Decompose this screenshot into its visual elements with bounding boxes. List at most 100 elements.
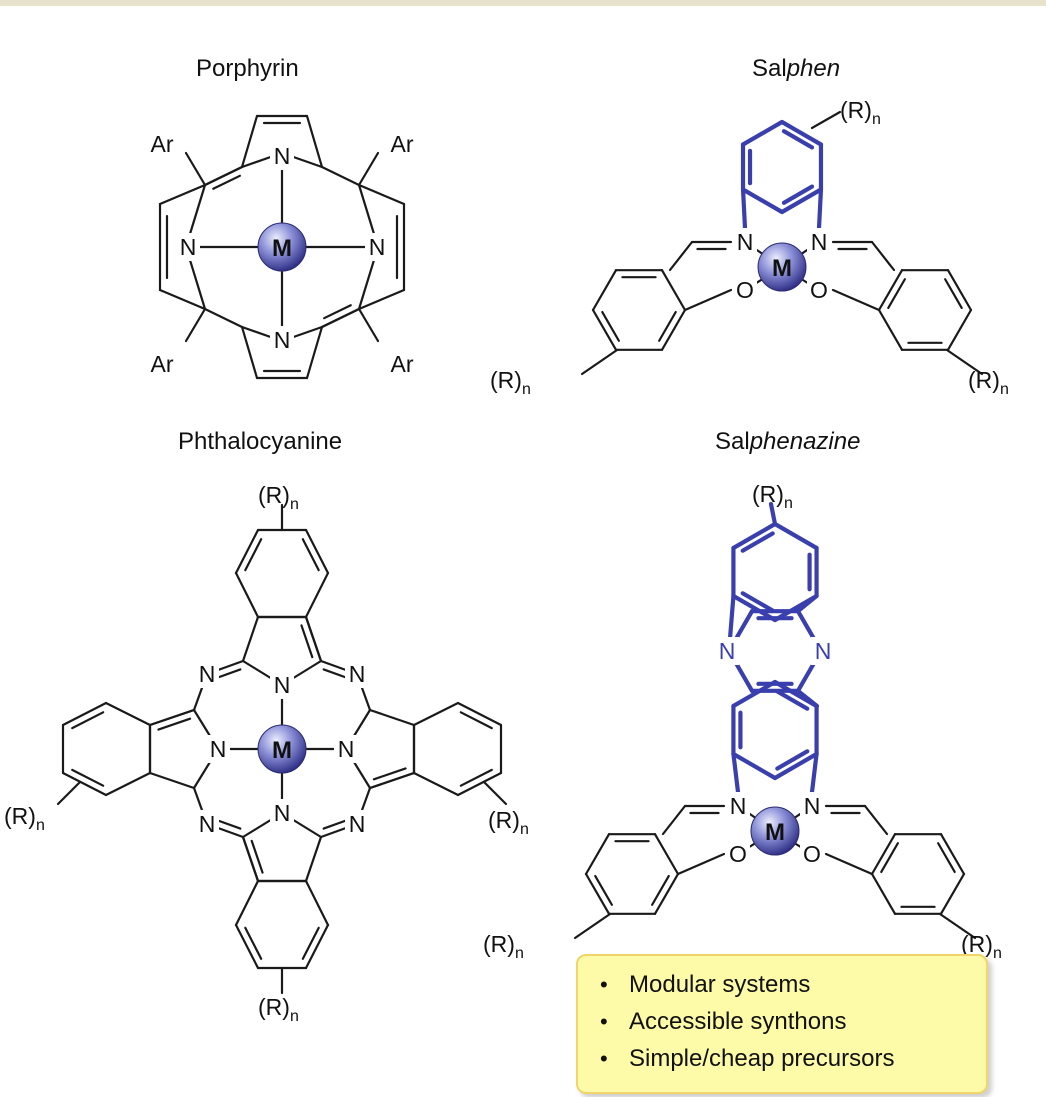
bond-line [660,269,687,312]
bond-line [573,912,612,940]
r-group-label: (R)n [258,482,299,513]
bond-line [304,571,330,619]
bond-line [301,538,320,572]
bond-line [668,240,694,272]
bond-line [412,771,460,797]
bond-line [459,768,493,787]
bond-line [459,711,493,730]
aryl-label: Ar [391,351,414,377]
r-group-label: (R)n [488,807,529,838]
bond-line [158,288,207,311]
bond-line [234,879,260,927]
bond-line [357,288,406,311]
bond-line [241,835,260,883]
bond-line [809,751,819,795]
o-atom-label: O [736,277,754,303]
bond-line [212,174,241,190]
bond-line [772,521,819,551]
r-group-label: (R)n [483,931,524,962]
feature-item: Modular systems [578,966,986,1003]
salphen-title-prefix: Sal [752,55,787,82]
label-backdrop [334,735,358,763]
bond-line [880,842,899,874]
label-backdrop [733,228,757,256]
features-note: Modular systems Accessible synthons Simp… [576,954,988,1094]
bond-line [870,833,897,876]
bond-line [938,912,977,940]
n-atom-label: N [737,229,754,255]
bond-line [240,325,259,380]
bond-line [653,872,680,915]
r-group-subscript: n [515,945,524,962]
n-atom-label: N [338,736,355,762]
bond-line [946,308,973,351]
bond-line [768,501,778,527]
label-backdrop [206,735,230,763]
r-group-subscript: n [290,1008,299,1025]
aza-n-label: N [199,811,216,837]
bond-line [580,348,619,376]
metal-center-sphere [257,724,307,774]
r-group-label: (R)n [490,367,531,398]
r-group-label: (R)n [4,803,45,834]
bond-line [244,926,263,960]
bond-line [946,269,973,312]
bond-line [676,852,726,876]
bond-line [740,119,785,147]
bond-line [372,767,407,781]
bond-line [234,528,260,575]
bond-line [301,926,320,960]
n-atom-label: N [274,800,291,826]
salphen-title: Salphen [752,55,840,83]
bond-line [357,183,406,206]
bond-line [863,804,889,836]
aryl-label: Ar [151,351,174,377]
label-backdrop [270,671,294,699]
r-group-subscript: n [36,817,45,834]
porphyrin-title: Porphyrin [196,55,299,83]
bond-line [234,923,260,970]
bond-line [937,842,956,874]
salphenazine-title-prefix: Sal [715,428,750,455]
bond-line [304,528,330,575]
bond-line [870,240,896,272]
bond-line [740,187,748,231]
r-group-subscript: n [522,381,531,398]
bond-line [184,151,207,187]
features-list: Modular systems Accessible synthons Simp… [578,956,986,1077]
bond-line [772,751,819,781]
bond-line [240,114,259,169]
bond-line [945,348,984,376]
bond-line [816,187,824,231]
bond-line [658,310,677,342]
bond-line [304,879,330,927]
label-backdrop [195,660,219,688]
label-backdrop [176,233,200,261]
bond-line [731,679,778,709]
bond-line [71,711,105,730]
bond-line [661,804,687,836]
phthalocyanine-title-text: Phthalocyanine [178,428,343,455]
aza-n-label: N [199,661,216,687]
bond-line [305,114,324,169]
salphen-title-italic: phen [786,55,841,82]
n-atom-label: N [804,793,821,819]
aza-n-label: N [349,661,366,687]
bond-line [157,717,192,731]
bond-line [482,780,508,806]
r-group-label: (R)n [258,994,299,1025]
r-group-subscript: n [872,111,881,128]
bond-line [357,307,380,343]
metal-label: M [765,819,785,846]
bond-line [71,768,105,787]
bond-line [731,593,778,623]
bond-line [870,872,897,915]
bond-line [653,833,680,876]
o-atom-label: O [810,277,828,303]
n-atom-label-blue: N [719,638,736,664]
n-atom-label: N [210,736,227,762]
metal-label: M [272,235,292,262]
bond-line [810,110,842,130]
